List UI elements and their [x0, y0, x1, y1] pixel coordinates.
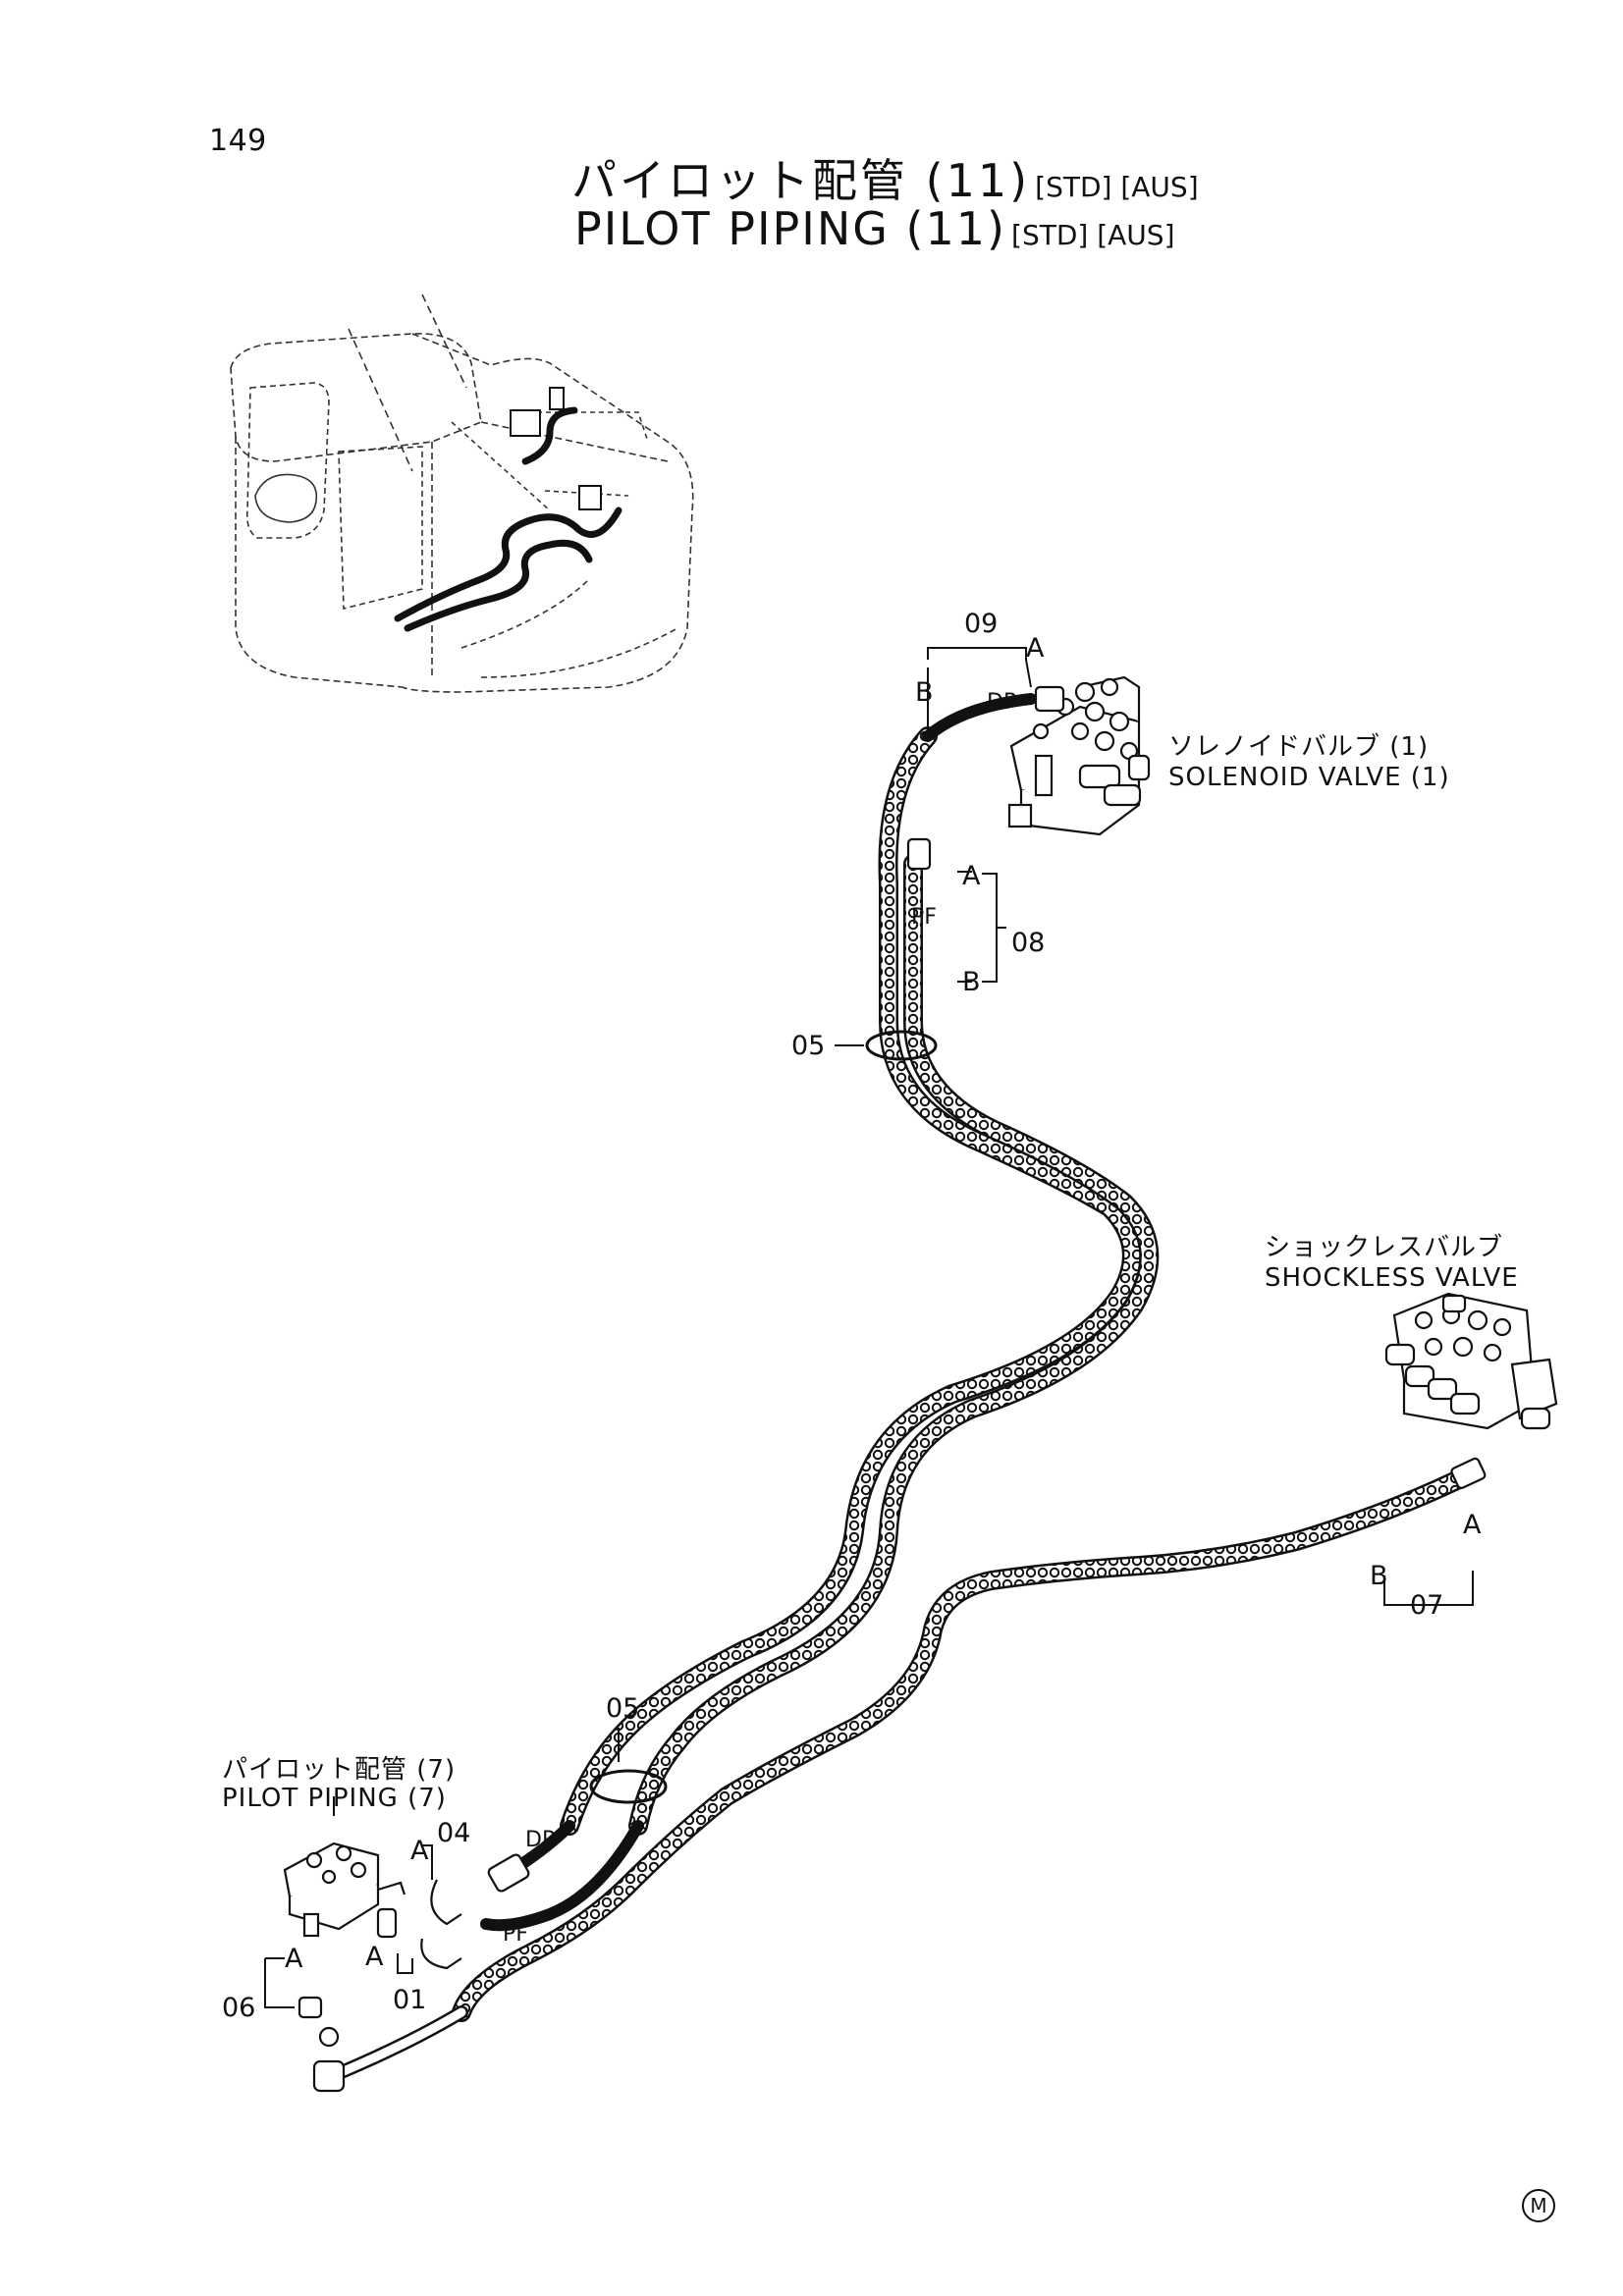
callout-08: 08	[1011, 928, 1046, 958]
port-dp-upper: DP	[987, 690, 1017, 715]
shockless-valve-label-en: SHOCKLESS VALVE	[1265, 1263, 1519, 1293]
solenoid-valve	[1007, 675, 1151, 836]
end-marker-b-07: B	[1370, 1561, 1388, 1591]
end-marker-b-09: B	[915, 677, 934, 708]
end-marker-a-06: A	[285, 1944, 303, 1974]
port-dp-lower: DP	[525, 1828, 556, 1852]
shockless-valve	[1384, 1292, 1558, 1430]
end-marker-a-07: A	[1463, 1510, 1482, 1540]
cab-valve-block	[510, 387, 602, 510]
title-jp: パイロット配管 (11)	[571, 154, 1031, 207]
pilot-piping-7-label-en: PILOT PIPING (7)	[222, 1784, 447, 1813]
port-pf-upper: PF	[911, 905, 937, 930]
solenoid-valve-label-jp: ソレノイドバルブ (1)	[1168, 732, 1430, 762]
shockless-valve-label-jp: ショックレスバルブ	[1265, 1233, 1504, 1262]
callout-05-upper: 05	[791, 1031, 826, 1061]
page-number: 149	[209, 124, 267, 158]
callout-09: 09	[964, 609, 999, 639]
title-en: PILOT PIPING (11)	[574, 202, 1006, 255]
callout-05-lower: 05	[606, 1693, 640, 1724]
pilot-piping-7-label-jp: パイロット配管 (7)	[222, 1755, 457, 1785]
manufacturer-mark: M	[1522, 2189, 1555, 2222]
hose-routes	[337, 693, 1483, 2078]
excavator-cab-overview	[230, 294, 694, 693]
title-en-line: PILOT PIPING (11) [STD] [AUS]	[574, 202, 1175, 255]
title-en-tags: [STD] [AUS]	[1011, 219, 1175, 251]
end-marker-a-09: A	[1026, 633, 1045, 664]
callout-01: 01	[393, 1985, 427, 2015]
cab-pilot-hoses	[394, 406, 622, 632]
callout-04: 04	[437, 1818, 471, 1848]
end-marker-a-04: A	[410, 1836, 429, 1866]
callout-07: 07	[1410, 1590, 1444, 1621]
end-marker-a-08: A	[962, 861, 981, 891]
solenoid-valve-label-en: SOLENOID VALVE (1)	[1168, 763, 1450, 792]
callout-06: 06	[222, 1993, 256, 2023]
end-marker-b-08: B	[962, 967, 981, 997]
end-marker-a-01: A	[365, 1942, 384, 1972]
title-jp-line: パイロット配管 (11) [STD] [AUS]	[571, 145, 1199, 210]
leader-lines	[264, 647, 1474, 2008]
title-jp-tags: [STD] [AUS]	[1035, 171, 1199, 203]
port-pf-lower: PF	[503, 1922, 528, 1947]
hose-clamps	[589, 1030, 938, 1804]
pilot-piping-7-valve	[283, 1842, 406, 1938]
hose-fittings	[298, 685, 1487, 2093]
